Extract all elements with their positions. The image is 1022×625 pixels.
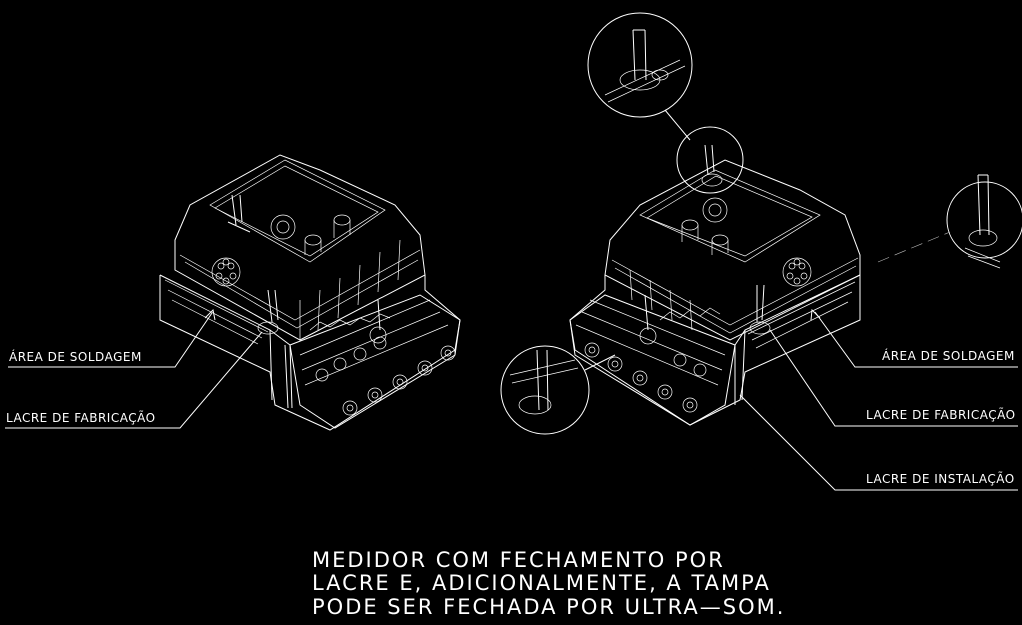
- detail-bubble-top: [587, 12, 744, 194]
- label-left-factory-seal: LACRE DE FABRICAÇÃO: [6, 410, 156, 425]
- leader-left-weld-area: [8, 312, 213, 368]
- left-terminal-holes: [315, 336, 456, 416]
- arrow-right-weld: [810, 308, 821, 321]
- caption-line-3: PODE SER FECHADA POR ULTRA—SOM.: [312, 595, 785, 619]
- caption-line-1: MEDIDOR COM FECHAMENTO POR: [312, 548, 725, 572]
- leader-right-factory-seal: [769, 329, 1018, 427]
- leader-right-weld-area: [814, 311, 1018, 368]
- right-terminal-holes: [584, 342, 707, 413]
- leader-right-install-seal: [739, 394, 1018, 491]
- caption-line-2: LACRE E, ADICIONALMENTE, A TAMPA: [312, 571, 771, 595]
- label-right-weld-area: ÁREA DE SOLDAGEM: [882, 348, 1015, 363]
- leader-left-factory-seal: [5, 331, 263, 429]
- detail-bubble-bottom: [500, 345, 616, 435]
- left-meter: [159, 154, 461, 431]
- arrow-left-weld: [204, 308, 216, 321]
- label-right-install-seal: LACRE DE INSTALAÇÃO: [866, 471, 1015, 486]
- right-meter: [569, 144, 861, 426]
- detail-bubble-right: [877, 174, 1022, 269]
- label-right-factory-seal: LACRE DE FABRICAÇÃO: [866, 407, 1016, 422]
- label-left-weld-area: ÁREA DE SOLDAGEM: [9, 349, 142, 364]
